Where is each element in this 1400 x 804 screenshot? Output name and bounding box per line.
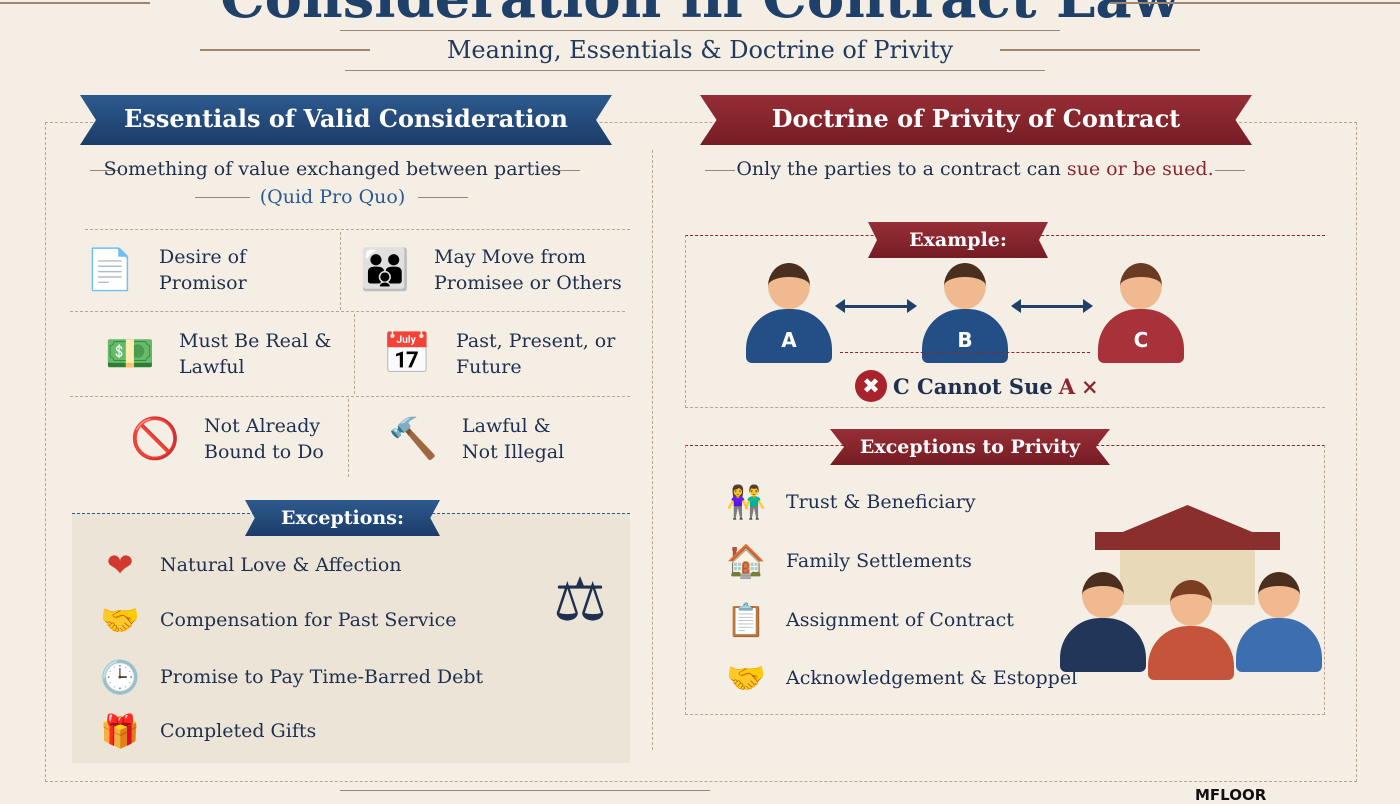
- gavel-money-illustration: ⚖: [553, 565, 607, 635]
- exception-item: 🕒Promise to Pay Time-Barred Debt: [92, 655, 483, 699]
- checklist-prohibited-icon: 🚫: [130, 416, 180, 462]
- essential-may-move: 👪May Move from Promisee or Others: [350, 242, 630, 298]
- party-a: A: [746, 263, 832, 363]
- party-c: C: [1098, 263, 1184, 363]
- privity-ribbon: Doctrine of Privity of Contract: [700, 95, 1252, 145]
- main-frame: [45, 122, 1357, 782]
- family-man-2: [1236, 572, 1322, 672]
- essential-desire-of-promisor: 📄Desire of Promisor: [75, 242, 335, 298]
- family-woman: [1148, 580, 1234, 680]
- heart-icon: ❤: [106, 546, 134, 584]
- document-check-icon: 📋: [726, 601, 766, 639]
- exception-item: 🎁Completed Gifts: [92, 709, 316, 753]
- handshake-icon: 🤝: [100, 601, 140, 639]
- exception-item: ❤Natural Love & Affection: [92, 543, 402, 587]
- column-divider: [652, 150, 653, 750]
- house-illustration: [1095, 505, 1280, 605]
- contract-arrow: [1011, 299, 1093, 313]
- divider: [200, 49, 370, 51]
- contract-arrow: [835, 299, 917, 313]
- cannot-sue-statement: ✖ C Cannot Sue A×: [855, 370, 1099, 402]
- people-group-icon: 👪: [360, 247, 410, 293]
- handshake-icon: 🤝: [726, 659, 766, 697]
- hand-document-icon: 📄: [85, 247, 135, 293]
- essential-not-already-bound: 🚫Not Already Bound to Do: [120, 411, 345, 467]
- x-circle-icon: ✖: [855, 370, 887, 402]
- exceptions-tag: Exceptions:: [245, 500, 440, 536]
- privity-exception-item: 🤝Acknowledgement & Estoppel: [718, 656, 1077, 700]
- privity-exception-item: 🏠Family Settlements: [718, 539, 972, 583]
- divider: [1000, 49, 1200, 51]
- privity-exceptions-tag: Exceptions to Privity: [830, 429, 1110, 465]
- house-icon: 🏠: [726, 542, 766, 580]
- page-title: Consideration in Contract Law: [0, 0, 1400, 26]
- family-man-1: [1060, 572, 1146, 672]
- couple-icon: 👫: [726, 483, 766, 521]
- money-check-icon: 💵: [105, 331, 155, 377]
- gift-icon: 🎁: [100, 712, 140, 750]
- essentials-ribbon: Essentials of Valid Consideration: [80, 95, 612, 145]
- definition-text: Something of value exchanged between par…: [103, 158, 562, 180]
- essential-past-present-future: 📅Past, Present, or Future: [372, 326, 627, 382]
- exception-item: 🤝Compensation for Past Service: [92, 598, 456, 642]
- essential-real-lawful: 💵Must Be Real & Lawful: [95, 326, 350, 382]
- divider: [0, 2, 150, 4]
- privity-exception-item: 📋Assignment of Contract: [718, 598, 1014, 642]
- clock-icon: 🕒: [100, 658, 140, 696]
- example-tag: Example:: [868, 222, 1048, 258]
- exceptions-box: [72, 513, 630, 763]
- party-b: B: [922, 263, 1008, 363]
- essential-lawful: 🔨Lawful & Not Illegal: [378, 411, 618, 467]
- calendar-icon: 📅: [382, 331, 432, 377]
- divider: [340, 30, 1060, 31]
- divider: [1110, 2, 1400, 4]
- privity-rule: Only the parties to a contract can sue o…: [736, 158, 1214, 180]
- divider: [345, 70, 1045, 71]
- privity-exception-item: 👫Trust & Beneficiary: [718, 480, 976, 524]
- brand-logo: MFLOOR: [1195, 786, 1267, 804]
- quid-pro-quo: (Quid Pro Quo): [259, 186, 406, 208]
- page-subtitle: Meaning, Essentials & Doctrine of Privit…: [446, 36, 954, 64]
- gavel-icon: 🔨: [388, 416, 438, 462]
